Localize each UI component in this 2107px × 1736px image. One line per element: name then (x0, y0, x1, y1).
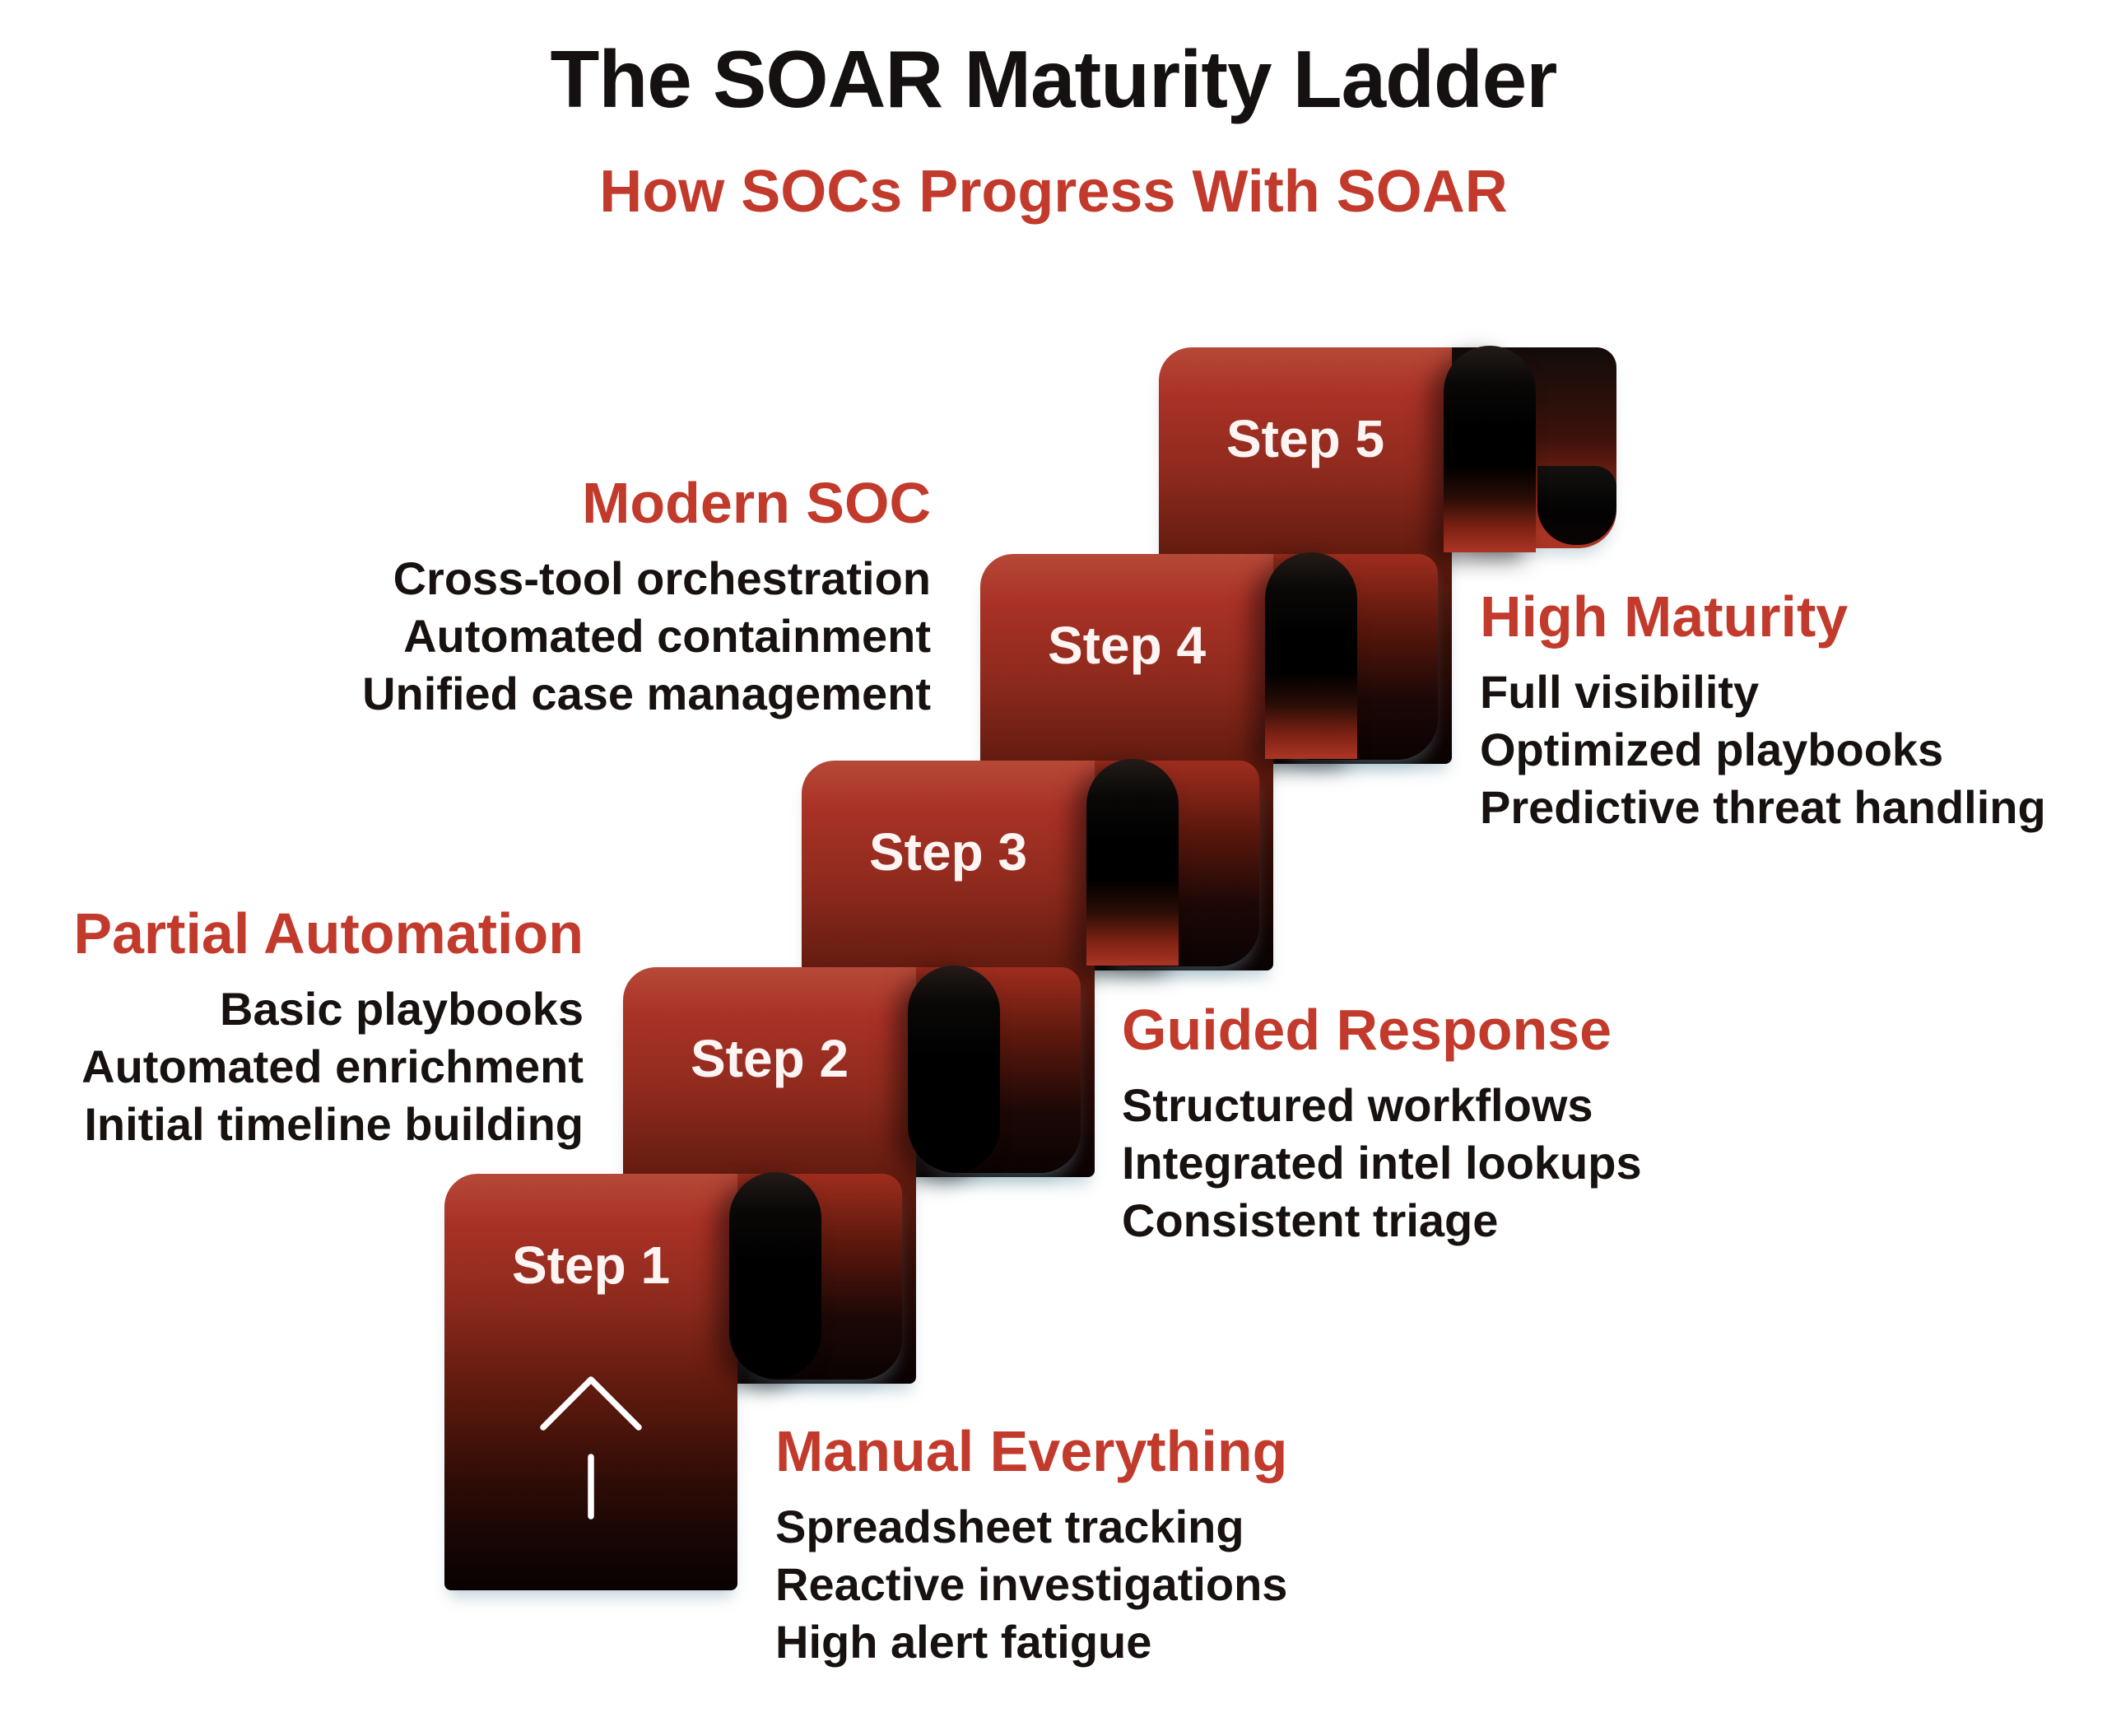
ribbon-fold (1265, 552, 1357, 759)
annotation-line: Basic playbooks (220, 983, 584, 1035)
ribbon-fold (1444, 346, 1536, 552)
ribbon-fold (908, 966, 1000, 1172)
ribbon-fold (729, 1172, 821, 1379)
annotation-line: Automated enrichment (81, 1040, 584, 1092)
ribbon-end-hook (1537, 466, 1616, 545)
step-label: Step 3 (868, 822, 1028, 882)
annotation-line: Unified case management (362, 668, 931, 719)
annotation-line: High alert fatigue (775, 1616, 1152, 1668)
annotation-heading: Modern SOC (582, 471, 931, 535)
annotation-line: Consistent triage (1122, 1194, 1499, 1246)
step-label: Step 1 (511, 1236, 671, 1295)
up-arrow-icon (521, 1368, 661, 1524)
annotation-line: Automated containment (403, 610, 931, 662)
annotation-line: Optimized playbooks (1480, 724, 1944, 775)
annotation-heading: Partial Automation (73, 901, 584, 966)
annotation-heading: High Maturity (1480, 584, 1849, 649)
annotation-line: Reactive investigations (775, 1558, 1288, 1610)
step-label: Step 2 (690, 1029, 849, 1088)
step-label: Step 4 (1047, 616, 1207, 675)
annotation-line: Integrated intel lookups (1122, 1137, 1642, 1189)
page-subtitle: How SOCs Progress With SOAR (599, 159, 1508, 225)
annotation-partial-automation: Partial Automation Basic playbooks Autom… (73, 905, 584, 1153)
annotation-line: Spreadsheet tracking (775, 1501, 1244, 1552)
annotation-high-maturity: High Maturity Full visibility Optimized … (1480, 588, 2046, 836)
page-title: The SOAR Maturity Ladder (550, 34, 1558, 124)
annotation-heading: Manual Everything (775, 1419, 1288, 1483)
ribbon-panel: Step 1 (444, 1174, 737, 1590)
annotation-line: Structured workflows (1122, 1079, 1593, 1131)
annotation-line: Predictive threat handling (1480, 781, 2046, 833)
annotation-line: Full visibility (1480, 666, 1760, 718)
annotation-manual-everything: Manual Everything Spreadsheet tracking R… (775, 1422, 1287, 1671)
step-label: Step 5 (1226, 409, 1385, 468)
ribbon-fold (1086, 759, 1179, 966)
annotation-line: Cross-tool orchestration (393, 552, 931, 604)
annotation-heading: Guided Response (1122, 998, 1612, 1062)
annotation-line: Initial timeline building (84, 1098, 584, 1150)
annotation-modern-soc: Modern SOC Cross-tool orchestration Auto… (362, 474, 931, 723)
annotation-guided-response: Guided Response Structured workflows Int… (1122, 1001, 1642, 1250)
